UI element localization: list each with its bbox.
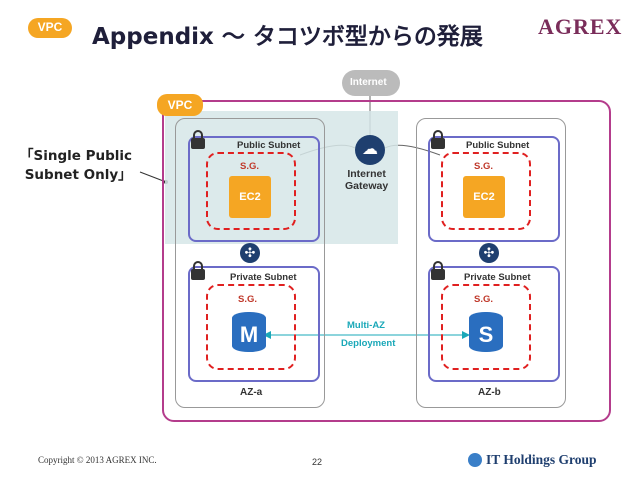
- az-a-db-cylinder-icon: [232, 312, 266, 352]
- internet-gateway-icon: ☁: [355, 135, 385, 165]
- az-b-public-subnet-label: Public Subnet: [466, 140, 530, 151]
- az-a-private-sg-label: S.G.: [238, 294, 258, 305]
- internet-gateway-label: Internet Gateway: [345, 168, 389, 192]
- az-b-private-lock-icon: [431, 261, 445, 280]
- az-b-container: [416, 118, 566, 408]
- agrex-logo: AGREX: [538, 14, 623, 39]
- az-a-public-lock-icon: [191, 130, 205, 149]
- az-a-public-sg-label: S.G.: [240, 161, 260, 172]
- az-b-label: AZ-b: [478, 387, 501, 398]
- az-a-public-subnet-label: Public Subnet: [237, 140, 301, 151]
- vpc-boundary: [162, 100, 611, 422]
- header-vpc-badge: VPC: [28, 18, 72, 38]
- az-a-label: AZ-a: [240, 387, 263, 398]
- az-b-db-label: S: [478, 322, 494, 347]
- internet-label: Internet: [350, 77, 387, 88]
- az-a-private-sg: [206, 284, 296, 370]
- multi-az-arrow-right: [462, 331, 470, 339]
- az-a-db-label: M: [239, 322, 259, 347]
- az-a-public-subnet: [188, 136, 320, 242]
- az-b-public-sg: [441, 152, 531, 230]
- page-number: 22: [312, 457, 323, 467]
- vpc-badge: VPC: [157, 94, 203, 116]
- az-b-private-subnet-label: Private Subnet: [464, 272, 531, 283]
- az-b-private-subnet: [428, 266, 560, 382]
- az-b-router-icon: ✣: [479, 243, 499, 263]
- it-holdings-globe-icon: [468, 453, 482, 467]
- multi-az-arrow-left: [263, 331, 271, 339]
- az-b-private-sg-label: S.G.: [474, 294, 494, 305]
- az-a-ec2-instance: EC2: [229, 176, 271, 218]
- copyright-text: Copyright © 2013 AGREX INC.: [38, 455, 157, 465]
- slide-title: Appendix 〜 タコツボ型からの発展: [92, 24, 483, 50]
- side-label-pointer-line: [139, 171, 167, 183]
- az-a-private-subnet-label: Private Subnet: [230, 272, 297, 283]
- az-a-container: [175, 118, 325, 408]
- az-b-ec2-instance: EC2: [463, 176, 505, 218]
- it-holdings-group-logo: IT Holdings Group: [486, 452, 597, 467]
- single-public-subnet-label: 「Single Public Subnet Only」: [20, 148, 133, 183]
- az-b-db-cylinder-icon: [469, 312, 503, 352]
- multi-az-label: Multi-AZ: [347, 320, 385, 331]
- single-subnet-highlight: [165, 111, 398, 244]
- az-b-public-lock-icon: [431, 130, 445, 149]
- az-a-public-sg: [206, 152, 296, 230]
- az-a-router-icon: ✣: [240, 243, 260, 263]
- az-a-private-subnet: [188, 266, 320, 382]
- multi-az-deployment-label: Deployment: [341, 338, 396, 349]
- az-b-public-sg-label: S.G.: [474, 161, 494, 172]
- internet-cloud: [342, 70, 400, 96]
- az-b-public-subnet: [428, 136, 560, 242]
- az-b-private-sg: [441, 284, 531, 370]
- az-a-private-lock-icon: [191, 261, 205, 280]
